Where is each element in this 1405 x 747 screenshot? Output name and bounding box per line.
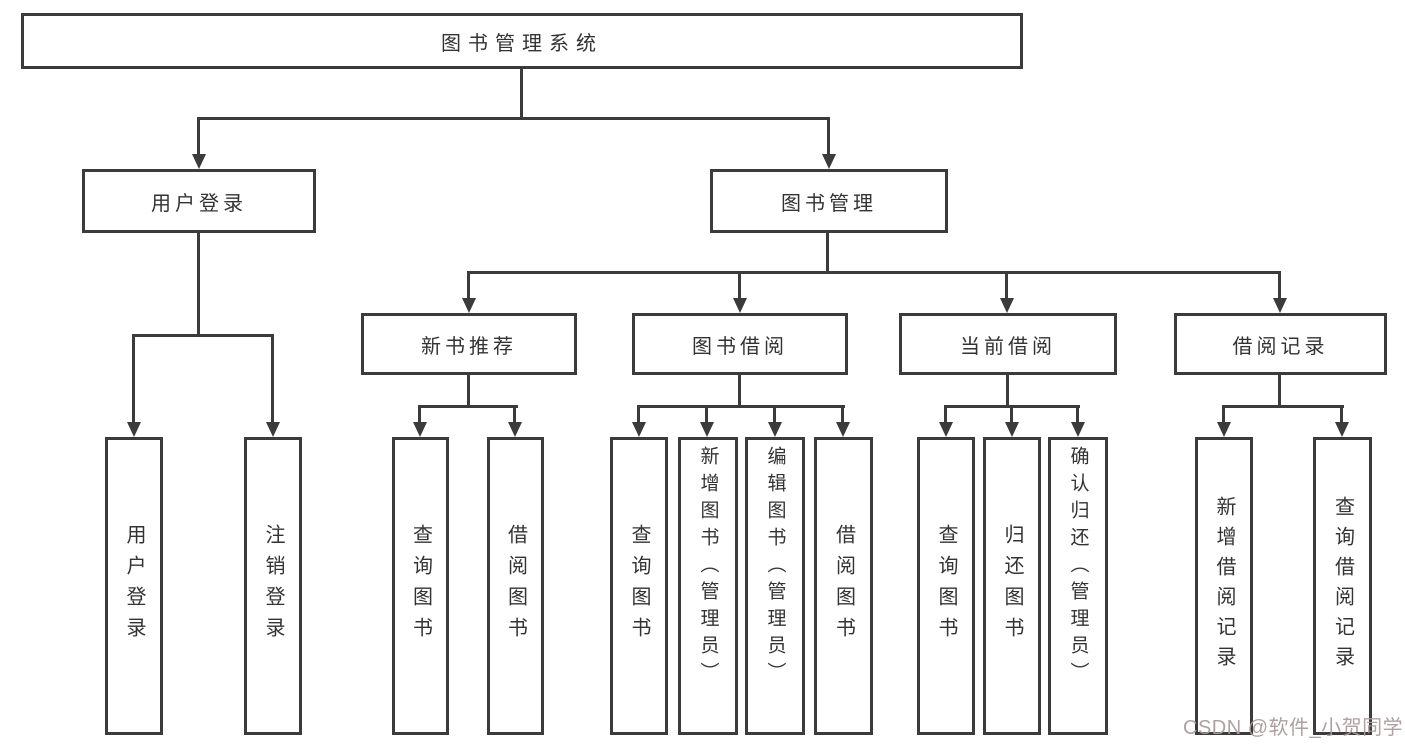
connector-line <box>1222 405 1225 424</box>
leaf-confirm-return-admin: 确认归还（管理员） <box>1048 437 1108 735</box>
node-label: 用户登录 <box>151 192 247 215</box>
arrow-down-icon <box>768 422 782 437</box>
node-label: 图书管理 <box>781 192 877 215</box>
connector-line <box>513 405 516 424</box>
leaf-edit-books-admin: 编辑图书（管理员） <box>745 437 805 735</box>
leaf-label: 新增图书（管理员） <box>697 446 719 689</box>
node-root: 图书管理系统 <box>21 13 1023 69</box>
connector-line <box>1076 405 1079 424</box>
connector-line <box>841 405 844 424</box>
arrow-down-icon <box>192 154 206 169</box>
arrow-down-icon <box>127 422 141 437</box>
connector-line <box>1278 271 1281 300</box>
node-label: 图书借阅 <box>692 335 788 358</box>
connector-line <box>1278 375 1281 408</box>
node-current-borrowing: 当前借阅 <box>899 313 1117 375</box>
connector-line <box>197 117 830 120</box>
leaf-label: 新增借阅记录 <box>1213 496 1235 676</box>
connector-line <box>738 375 741 408</box>
arrow-down-icon <box>1335 422 1349 437</box>
connector-line <box>944 405 947 424</box>
arrow-down-icon <box>413 422 427 437</box>
connector-line <box>738 271 741 300</box>
connector-line <box>418 405 421 424</box>
connector-line <box>418 405 518 408</box>
connector-line <box>467 271 1281 274</box>
connector-line <box>1222 405 1344 408</box>
arrow-down-icon <box>1005 422 1019 437</box>
node-book-borrowing: 图书借阅 <box>632 313 848 375</box>
leaf-query-books-recommend: 查询图书 <box>392 437 449 735</box>
leaf-label: 编辑图书（管理员） <box>764 446 786 689</box>
leaf-label: 查询图书 <box>628 524 650 648</box>
arrow-down-icon <box>508 422 522 437</box>
arrow-down-icon <box>939 422 953 437</box>
arrow-down-icon <box>1071 422 1085 437</box>
connector-line <box>132 334 274 337</box>
connector-line <box>827 117 830 155</box>
leaf-label: 用户登录 <box>123 524 145 648</box>
connector-line <box>826 233 829 274</box>
leaf-query-borrow-record: 查询借阅记录 <box>1313 437 1372 735</box>
arrow-down-icon <box>1217 422 1231 437</box>
connector-line <box>197 233 200 337</box>
connector-line <box>467 271 470 300</box>
leaf-label: 注销登录 <box>262 524 284 648</box>
leaf-borrow-books: 借阅图书 <box>814 437 873 735</box>
node-label: 当前借阅 <box>960 335 1056 358</box>
arrow-down-icon <box>822 154 836 169</box>
leaf-return-books: 归还图书 <box>983 437 1041 735</box>
arrow-down-icon <box>632 422 646 437</box>
arrow-down-icon <box>266 422 280 437</box>
connector-line <box>467 375 470 408</box>
node-label: 借阅记录 <box>1232 335 1329 358</box>
arrow-down-icon <box>700 422 714 437</box>
connector-line <box>1340 405 1343 424</box>
connector-line <box>773 405 776 424</box>
node-borrowing-records: 借阅记录 <box>1174 313 1387 375</box>
connector-line <box>705 405 708 424</box>
leaf-label: 归还图书 <box>1001 524 1023 648</box>
arrow-down-icon <box>733 298 747 313</box>
leaf-query-books-borrowing: 查询图书 <box>610 437 668 735</box>
connector-line <box>1005 271 1008 300</box>
leaf-label: 确认归还（管理员） <box>1067 446 1089 689</box>
leaf-label: 查询图书 <box>935 524 957 648</box>
connector-line <box>637 405 640 424</box>
watermark-text: CSDN @软件_小贺同学 <box>1183 717 1404 739</box>
node-new-book-recommend: 新书推荐 <box>361 313 577 375</box>
connector-line <box>520 69 523 117</box>
arrow-down-icon <box>1000 298 1014 313</box>
leaf-add-borrow-record: 新增借阅记录 <box>1195 437 1253 735</box>
connector-line <box>132 334 135 423</box>
arrow-down-icon <box>462 298 476 313</box>
leaf-logout: 注销登录 <box>244 437 302 735</box>
arrow-down-icon <box>1273 298 1287 313</box>
node-user-login: 用户登录 <box>82 169 316 233</box>
leaf-user-login: 用户登录 <box>105 437 163 735</box>
arrow-down-icon <box>836 422 850 437</box>
connector-line <box>637 405 845 408</box>
leaf-label: 查询借阅记录 <box>1331 496 1354 676</box>
leaf-query-books-current: 查询图书 <box>917 437 975 735</box>
connector-line <box>197 117 200 155</box>
connector-line <box>1006 375 1009 408</box>
leaf-label: 查询图书 <box>409 524 432 648</box>
node-label: 新书推荐 <box>421 335 517 358</box>
connector-line <box>271 334 274 423</box>
leaf-label: 借阅图书 <box>832 524 855 648</box>
node-book-management: 图书管理 <box>710 169 948 233</box>
leaf-borrow-books-recommend: 借阅图书 <box>487 437 544 735</box>
node-root-label: 图书管理系统 <box>441 32 603 55</box>
leaf-add-books-admin: 新增图书（管理员） <box>678 437 738 735</box>
connector-line <box>1010 405 1013 424</box>
leaf-label: 借阅图书 <box>504 524 527 648</box>
